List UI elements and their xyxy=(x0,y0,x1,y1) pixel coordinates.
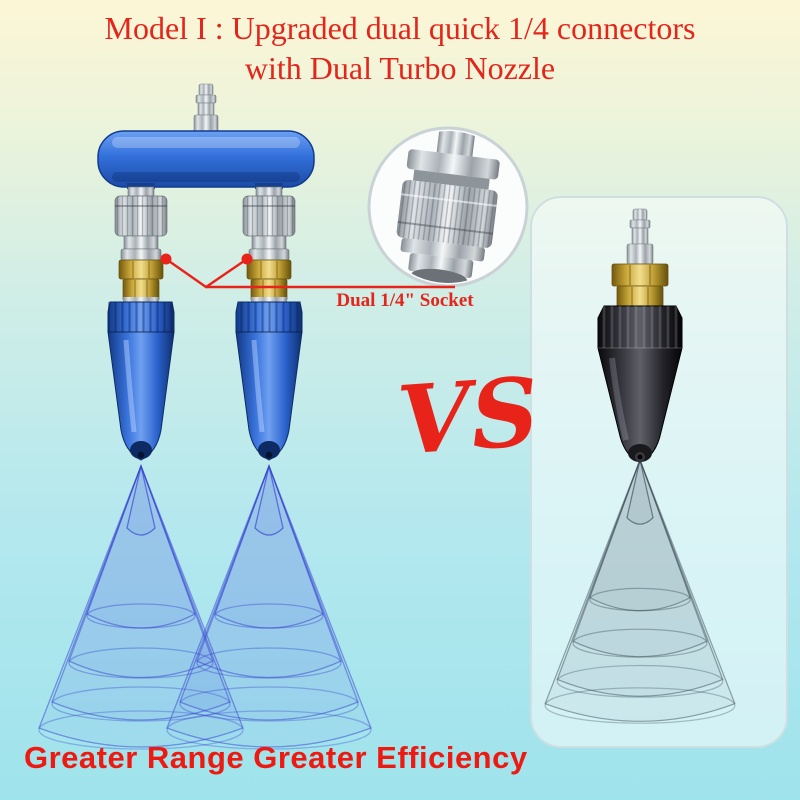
callout-dot-left xyxy=(160,253,172,265)
socket-zoom-circle xyxy=(367,124,529,288)
callout-pointer xyxy=(160,253,455,289)
quick-coupler-right xyxy=(242,186,296,261)
callout-dot-right xyxy=(241,253,253,265)
turbo-nozzle-blue-left xyxy=(107,297,175,461)
turbo-nozzle-blue-right xyxy=(235,297,303,461)
title-line-1: Model I : Upgraded dual quick 1/4 connec… xyxy=(104,10,696,46)
title-line-2: with Dual Turbo Nozzle xyxy=(244,50,556,86)
socket-closeup xyxy=(396,124,500,287)
manifold-block xyxy=(97,130,315,189)
footer-tagline: Greater Range Greater Efficiency xyxy=(24,740,528,775)
brass-fitting-right xyxy=(246,259,292,302)
single-nozzle-assembly xyxy=(597,208,683,463)
dual-nozzle-assembly xyxy=(97,83,315,461)
vs-label: VS xyxy=(394,357,543,477)
brass-fitting-single xyxy=(611,263,669,309)
turbo-nozzle-black xyxy=(597,305,683,463)
spray-cones xyxy=(38,459,736,750)
quick-coupler-left xyxy=(114,186,168,261)
callout-label: Dual 1/4" Socket xyxy=(336,290,474,311)
quick-connect-plug-top xyxy=(193,83,219,134)
brass-fitting-left xyxy=(118,259,164,302)
spray-cone-left-2 xyxy=(166,465,372,750)
